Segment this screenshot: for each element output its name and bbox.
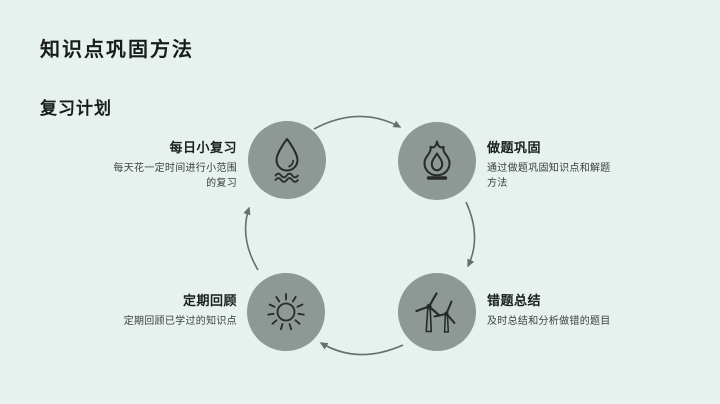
node-circle-mistake-summary [398, 273, 476, 351]
node-practice: 做题巩固 通过做题巩固知识点和解题方法 [487, 137, 613, 191]
arrow-bottom [319, 342, 404, 356]
arrow-left [243, 206, 259, 271]
node-circle-daily-review [248, 121, 326, 199]
wind-turbine-icon [415, 292, 456, 333]
arrow-right [465, 201, 476, 268]
node-periodic-review: 定期回顾 定期回顾已学过的知识点 [97, 290, 237, 330]
page-title: 知识点巩固方法 [40, 39, 194, 61]
node-desc-practice: 通过做题巩固知识点和解题方法 [487, 163, 611, 189]
arrow-top [313, 115, 402, 130]
node-desc-daily-review: 每天花一定时间进行小范围的复习 [113, 163, 237, 189]
node-circle-practice [398, 122, 476, 200]
flame-icon [423, 140, 451, 180]
node-circle-periodic-review [247, 273, 325, 351]
node-mistake-summary: 错题总结 及时总结和分析做错的题目 [487, 290, 627, 330]
node-desc-mistake-summary: 及时总结和分析做错的题目 [487, 316, 611, 327]
node-desc-periodic-review: 定期回顾已学过的知识点 [123, 316, 237, 327]
node-title-periodic-review: 定期回顾 [182, 293, 237, 308]
node-daily-review: 每日小复习 每天花一定时间进行小范围的复习 [113, 137, 237, 191]
node-title-mistake-summary: 错题总结 [487, 293, 542, 308]
node-title-daily-review: 每日小复习 [169, 140, 237, 155]
sun-icon [267, 293, 305, 331]
node-title-practice: 做题巩固 [487, 140, 542, 155]
section-subtitle: 复习计划 [40, 99, 112, 118]
water-drop-icon [274, 138, 299, 183]
